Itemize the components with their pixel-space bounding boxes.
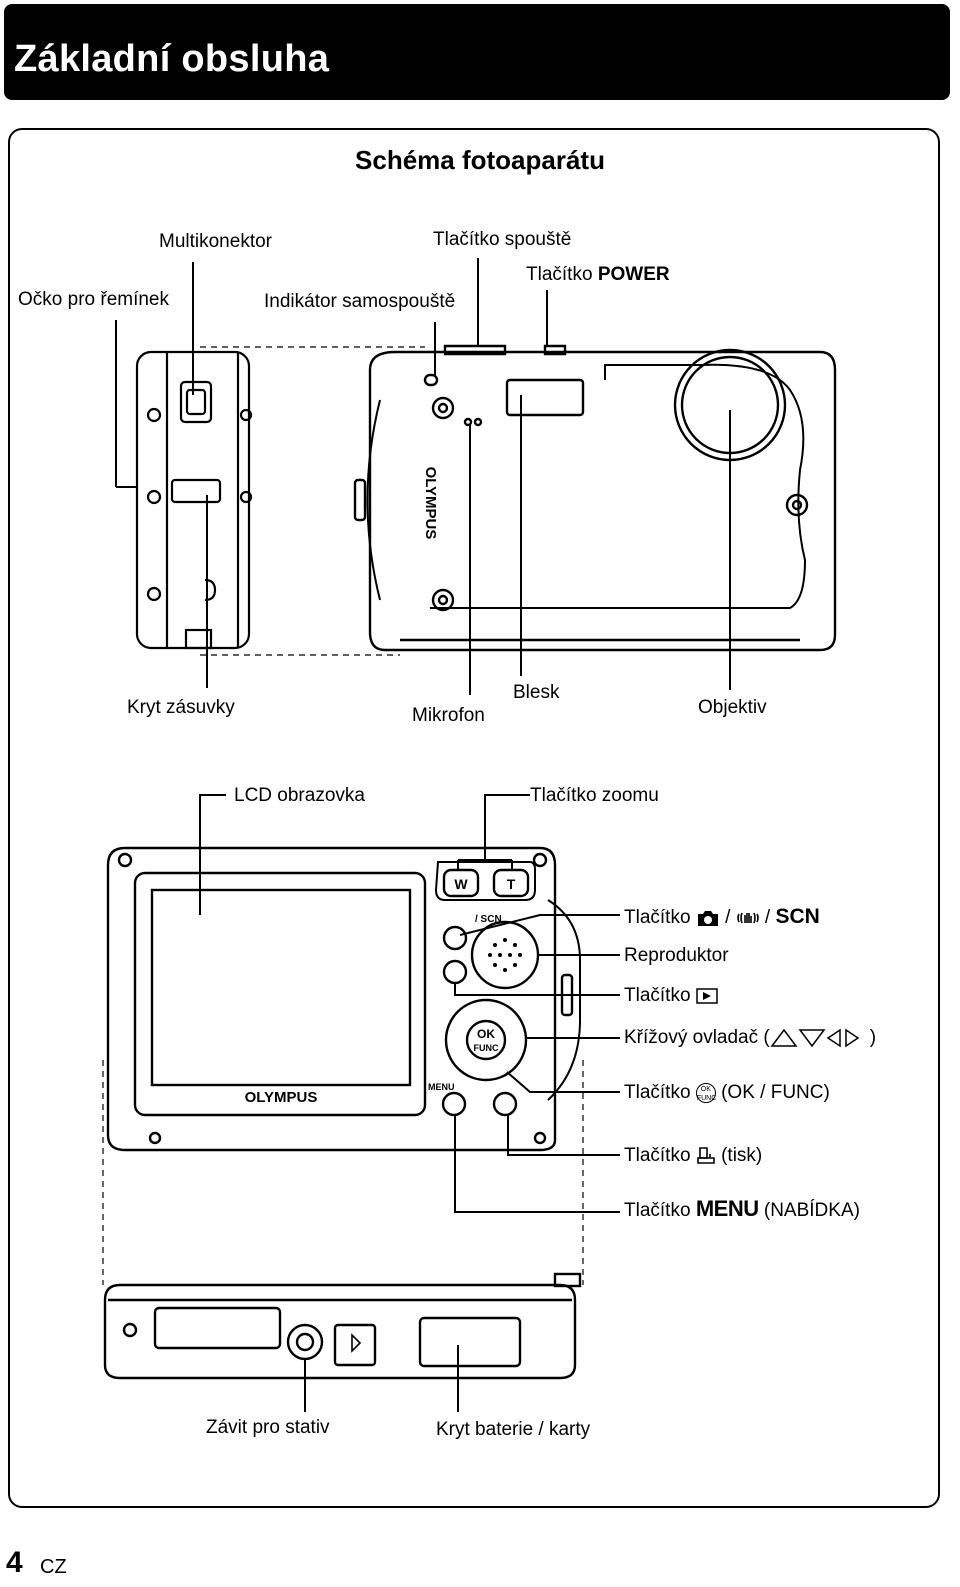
header-bar <box>4 4 950 100</box>
brand-logo-front: OLYMPUS <box>422 467 439 540</box>
section-title: Schéma fotoaparátu <box>355 145 605 175</box>
label-menu-button: Tlačítko MENU (NABÍDKA) <box>624 1196 860 1221</box>
page-title: Základní obsluha <box>14 38 330 80</box>
playback-icon <box>696 988 718 1004</box>
camera-front-view <box>353 344 837 652</box>
label-playback-button: Tlačítko <box>624 986 718 1005</box>
label-battery-cover: Kryt baterie / karty <box>436 1419 591 1440</box>
label-self-timer-indicator: Indikátor samospouště <box>264 291 456 312</box>
label-flash: Blesk <box>513 682 560 703</box>
label-lcd: LCD obrazovka <box>234 785 365 806</box>
label-tripod-socket: Závit pro stativ <box>206 1417 330 1438</box>
menu-small-label: MENU <box>428 1082 455 1092</box>
page-number: 4 <box>6 1546 23 1579</box>
camera-back-view <box>106 846 581 1152</box>
brand-logo-back: OLYMPUS <box>245 1089 318 1106</box>
label-shooting-button: Tlačítko / / SCN <box>624 905 820 928</box>
func-label: FUNC <box>474 1043 499 1053</box>
zoom-w-label: W <box>454 876 468 892</box>
label-connector-cover: Kryt zásuvky <box>127 697 235 718</box>
arrow-pad-icons <box>770 1028 860 1048</box>
diagram-frame <box>8 128 940 1508</box>
label-zoom-button: Tlačítko zoomu <box>530 785 659 806</box>
scn-small-label: / SCN <box>475 914 502 925</box>
ok-label: OK <box>477 1027 495 1041</box>
label-strap-eyelet: Očko pro řemínek <box>18 289 169 310</box>
camera-side-view <box>135 350 253 650</box>
label-multikonektor: Multikonektor <box>159 231 272 252</box>
stabilizer-hand-icon <box>736 912 759 924</box>
label-lens: Objektiv <box>698 697 767 718</box>
print-icon <box>697 1147 715 1164</box>
label-microphone: Mikrofon <box>412 705 485 726</box>
zoom-t-label: T <box>507 876 516 892</box>
label-speaker: Reproduktor <box>624 945 729 966</box>
label-arrow-pad: Křížový ovladač ( ) <box>624 1027 877 1049</box>
label-shutter-button: Tlačítko spouště <box>433 229 572 250</box>
label-print-button: Tlačítko (tisk) <box>624 1145 763 1167</box>
camera-bottom-view <box>103 1272 582 1380</box>
camera-icon <box>697 910 718 926</box>
page-language: CZ <box>40 1556 67 1578</box>
label-power-button: Tlačítko POWER <box>526 264 670 285</box>
